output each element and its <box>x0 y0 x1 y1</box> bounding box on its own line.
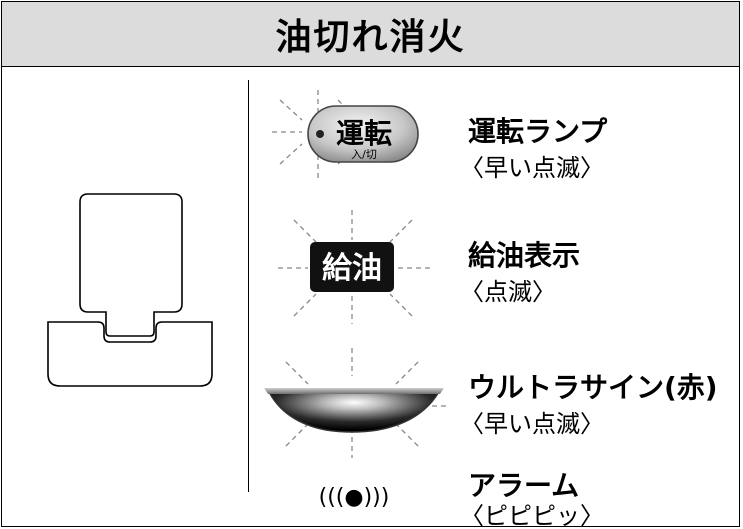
refuel-label: 給油表示 <box>468 239 581 272</box>
base-outer <box>47 321 213 387</box>
refuel-badge-box <box>310 242 394 292</box>
run-lamp-dot <box>316 130 324 138</box>
refuel-badge-text: 給油 <box>322 251 382 286</box>
ultra-sign-lens <box>266 389 442 433</box>
heater-illustration <box>47 193 213 387</box>
run-lamp-label: 運転ランプ <box>468 115 608 148</box>
ultra-sign-flash-rays <box>285 348 446 458</box>
title-bar: 油切れ消火 <box>2 2 739 67</box>
refuel-flash-rays <box>278 210 430 324</box>
alarm-sound-icon: (((●))) <box>319 485 390 510</box>
run-button-shape <box>307 105 419 163</box>
page-title: 油切れ消火 <box>275 17 466 58</box>
vertical-divider <box>248 80 249 492</box>
run-lamp-state: 〈早い点滅〉 <box>460 154 604 182</box>
ultra-sign-rim <box>264 388 444 394</box>
alarm-label: アラーム <box>468 469 580 502</box>
refuel-state: 〈点滅〉 <box>460 278 556 306</box>
refuel-indicator: 給油 <box>278 210 430 324</box>
run-button-main-text: 運転 <box>336 117 392 150</box>
tank-outline <box>79 193 183 337</box>
run-lamp-indicator: 運転 入/切 <box>272 90 419 180</box>
ultra-sign-state: 〈早い点滅〉 <box>460 410 604 438</box>
alarm-state: 〈ピピピッ〉 <box>460 502 604 527</box>
ultra-sign-label: ウルトラサイン(赤) <box>468 371 718 404</box>
run-button-sub-text: 入/切 <box>351 148 377 161</box>
ultra-sign-indicator <box>264 348 446 458</box>
